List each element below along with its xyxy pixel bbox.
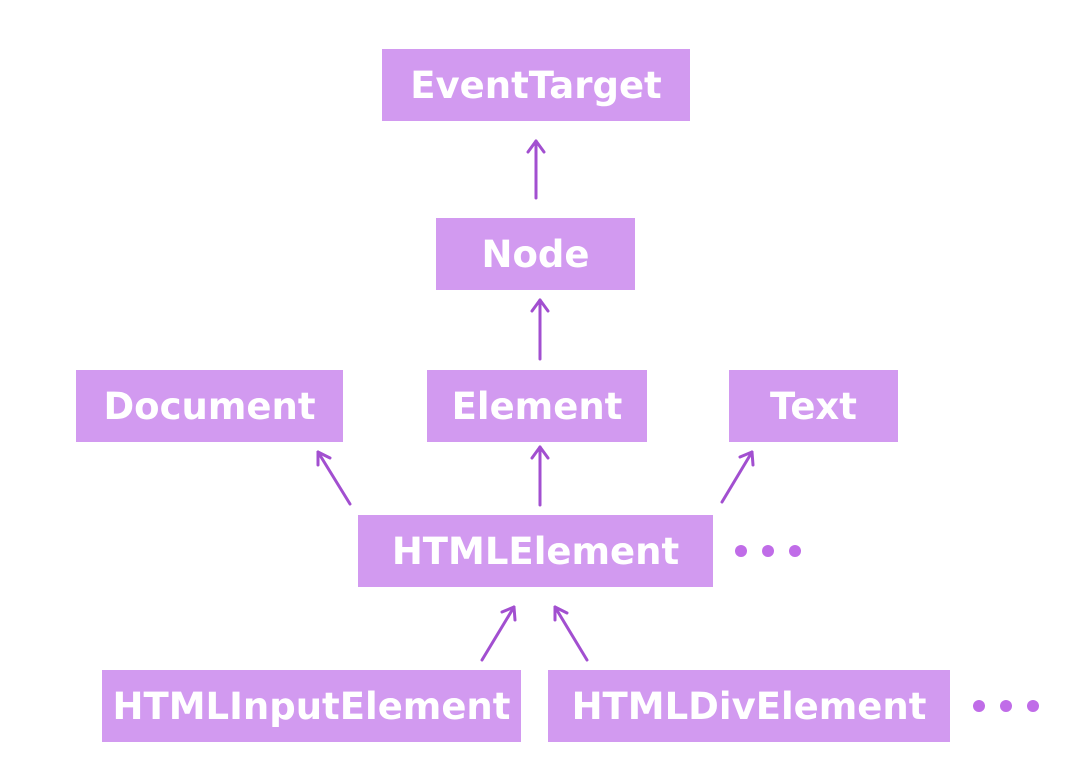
arrow-htmlelement-to-document	[316, 450, 352, 506]
dot	[1027, 700, 1039, 712]
node-htmlinputelement: HTMLInputElement	[102, 670, 521, 742]
node-label: Text	[770, 384, 857, 428]
node-label: HTMLElement	[391, 529, 680, 573]
node-htmldivelement: HTMLDivElement	[548, 670, 950, 742]
ellipsis-icon	[735, 545, 801, 557]
node-element: Element	[427, 370, 647, 442]
node-label: Element	[451, 384, 623, 428]
dot	[789, 545, 801, 557]
node-label: Document	[103, 384, 316, 428]
arrow-htmlelement-to-text	[720, 450, 755, 504]
dot	[735, 545, 747, 557]
node-node: Node	[436, 218, 635, 290]
dot	[973, 700, 985, 712]
node-eventtarget: EventTarget	[382, 49, 690, 121]
node-document: Document	[76, 370, 343, 442]
arrow-element-to-node	[530, 298, 550, 361]
dot	[1000, 700, 1012, 712]
arrow-htmlelement-to-element	[530, 445, 550, 507]
node-text: Text	[729, 370, 898, 442]
node-htmlelement: HTMLElement	[358, 515, 713, 587]
arrow-htmlinputelement-to-htmlelement	[480, 605, 517, 662]
dot	[762, 545, 774, 557]
ellipsis-icon	[973, 700, 1039, 712]
node-label: HTMLDivElement	[571, 684, 927, 728]
arrow-node-to-eventtarget	[526, 139, 546, 200]
node-label: EventTarget	[410, 63, 662, 107]
node-label: Node	[481, 232, 590, 276]
arrow-htmldivelement-to-htmlelement	[553, 605, 589, 662]
node-label: HTMLInputElement	[112, 684, 511, 728]
